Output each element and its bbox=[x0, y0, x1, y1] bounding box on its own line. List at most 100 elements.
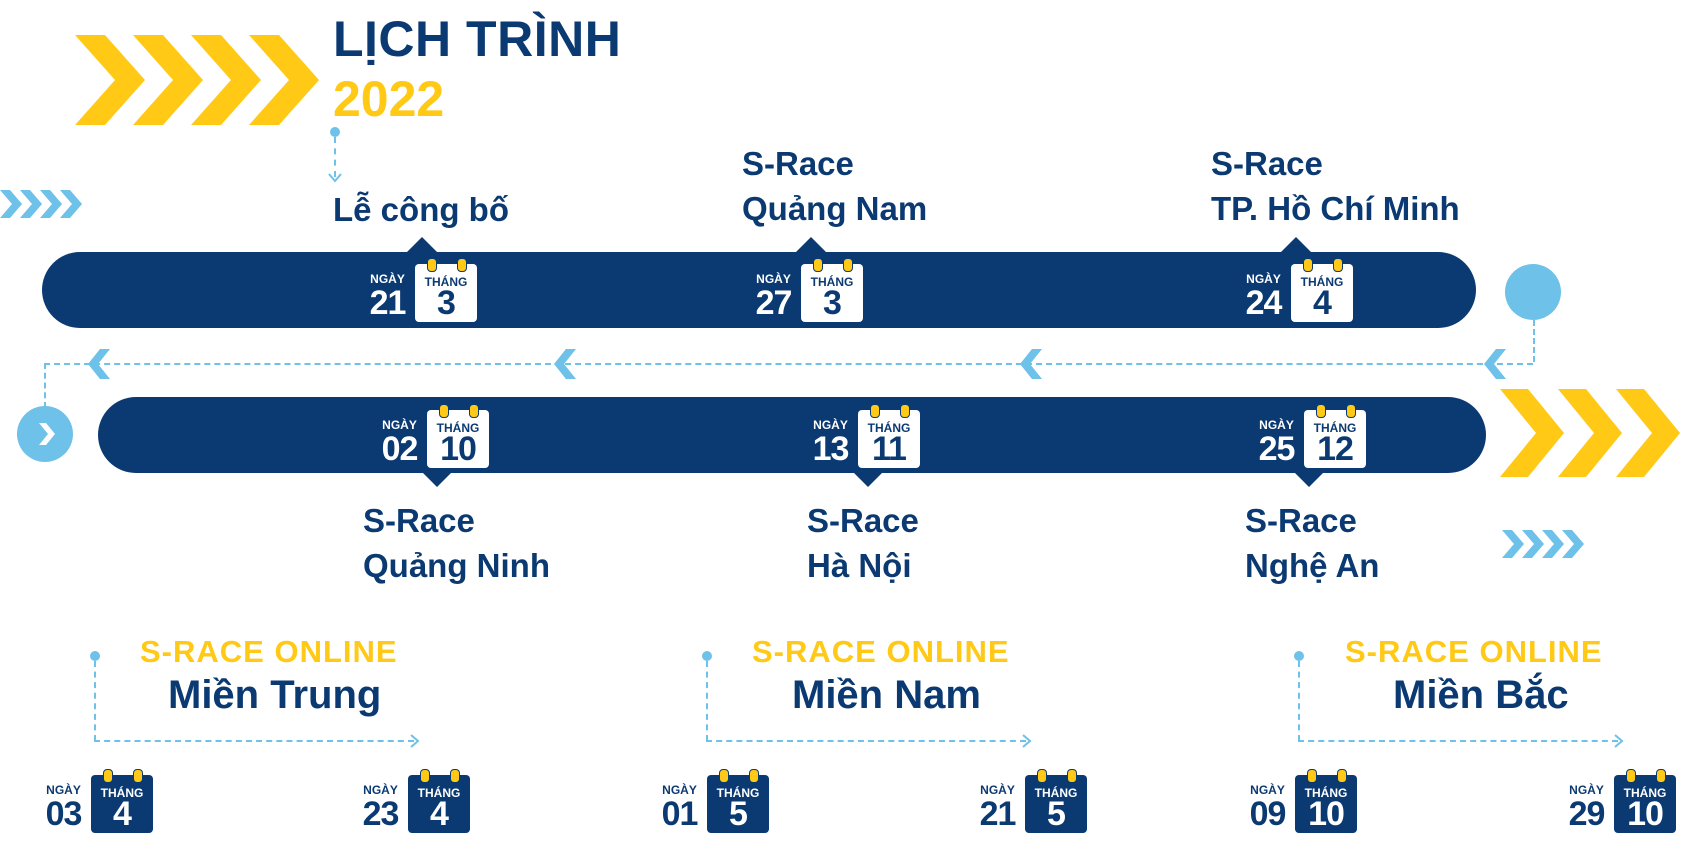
pointer bbox=[852, 471, 884, 487]
timeline-bar-top bbox=[42, 252, 1476, 328]
arrow-right-icon bbox=[1022, 734, 1032, 748]
ngay-label: NGÀY bbox=[1246, 272, 1281, 286]
connector-line bbox=[1298, 661, 1300, 741]
month-number: 3 bbox=[437, 284, 456, 322]
event-name: Lễ công bố bbox=[333, 191, 509, 228]
day-number: 13 bbox=[812, 430, 850, 468]
calendar-icon: THÁNG 4 bbox=[91, 769, 153, 833]
yellow-chevrons-left-icon bbox=[75, 35, 319, 125]
month-number: 4 bbox=[430, 795, 449, 833]
connector-line bbox=[706, 740, 1026, 742]
thang-label: THÁNG bbox=[1623, 786, 1667, 800]
event-series: S-Race bbox=[742, 145, 854, 182]
event-name: Hà Nội bbox=[807, 547, 912, 584]
chevron-left-icon bbox=[1484, 349, 1506, 379]
ngay-label: NGÀY bbox=[1259, 418, 1294, 432]
connector-line bbox=[1533, 320, 1535, 362]
event-series: S-Race bbox=[1245, 502, 1357, 539]
yellow-chevrons-right-icon bbox=[1500, 389, 1680, 477]
event-title-1: Lễ công bố bbox=[333, 187, 509, 232]
connector-dot bbox=[1294, 651, 1304, 661]
thang-label: THÁNG bbox=[810, 275, 854, 289]
pointer bbox=[795, 237, 827, 253]
chevron-left-icon bbox=[88, 349, 110, 379]
connector-line bbox=[334, 137, 336, 177]
connector-line bbox=[94, 661, 96, 741]
pointer bbox=[406, 237, 438, 253]
event-title-6: S-Race Nghệ An bbox=[1245, 498, 1379, 588]
date-badge: NGÀY 25 THÁNG 12 bbox=[1254, 404, 1394, 480]
date-badge: NGÀY 29 THÁNG 10 bbox=[1564, 769, 1685, 845]
month-number: 10 bbox=[1627, 795, 1664, 833]
month-number: 4 bbox=[1313, 284, 1332, 322]
thang-label: THÁNG bbox=[1034, 786, 1078, 800]
month-number: 3 bbox=[823, 284, 842, 322]
connector-dot bbox=[90, 651, 100, 661]
event-name: Nghệ An bbox=[1245, 547, 1380, 584]
timeline-bar-bottom bbox=[98, 397, 1486, 473]
thang-label: THÁNG bbox=[1313, 421, 1357, 435]
event-name: Quảng Ninh bbox=[363, 547, 550, 584]
event-title-4: S-Race Quảng Ninh bbox=[363, 498, 550, 588]
ngay-label: NGÀY bbox=[756, 272, 791, 286]
month-number: 12 bbox=[1317, 430, 1354, 468]
timeline-end-circle bbox=[1505, 264, 1561, 320]
month-number: 4 bbox=[113, 795, 132, 833]
online-region: Miền Nam bbox=[792, 673, 981, 717]
connector-line bbox=[44, 363, 46, 408]
date-badge: NGÀY 02 THÁNG 10 bbox=[377, 404, 517, 480]
event-title-5: S-Race Hà Nội bbox=[807, 498, 919, 588]
online-title: S-RACE ONLINE bbox=[140, 634, 398, 669]
small-blue-chevrons-icon bbox=[0, 190, 82, 218]
event-name: TP. Hồ Chí Minh bbox=[1211, 190, 1460, 227]
arrow-down-icon bbox=[328, 173, 342, 183]
date-badge: NGÀY 13 THÁNG 11 bbox=[808, 404, 948, 480]
ngay-label: NGÀY bbox=[813, 418, 848, 432]
thang-label: THÁNG bbox=[417, 786, 461, 800]
arrow-right-icon bbox=[410, 734, 420, 748]
date-badge: NGÀY 21 THÁNG 5 bbox=[975, 769, 1115, 845]
date-badge: NGÀY 01 THÁNG 5 bbox=[657, 769, 797, 845]
event-series: S-Race bbox=[807, 502, 919, 539]
date-badge: NGÀY 09 THÁNG 10 bbox=[1245, 769, 1385, 845]
ngay-label: NGÀY bbox=[382, 418, 417, 432]
ngay-label: NGÀY bbox=[370, 272, 405, 286]
calendar-icon: THÁNG 11 bbox=[858, 404, 920, 468]
online-title: S-RACE ONLINE bbox=[1345, 634, 1603, 669]
connector-dot bbox=[330, 127, 340, 137]
day-number: 25 bbox=[1258, 430, 1296, 468]
connector-line bbox=[1298, 740, 1618, 742]
calendar-icon: THÁNG 12 bbox=[1304, 404, 1366, 468]
thang-label: THÁNG bbox=[716, 786, 760, 800]
day-number: 27 bbox=[755, 284, 793, 322]
day-number: 03 bbox=[45, 795, 83, 833]
event-title-2: S-Race Quảng Nam bbox=[742, 141, 927, 231]
timeline-start-circle bbox=[17, 406, 73, 462]
thang-label: THÁNG bbox=[1304, 786, 1348, 800]
pointer bbox=[1293, 471, 1325, 487]
page-title: LỊCH TRÌNH bbox=[333, 11, 622, 67]
day-number: 24 bbox=[1245, 284, 1283, 322]
pointer bbox=[421, 471, 453, 487]
calendar-icon: THÁNG 4 bbox=[1291, 258, 1353, 322]
date-badge: NGÀY 21 THÁNG 3 bbox=[365, 258, 505, 334]
date-badge: NGÀY 23 THÁNG 4 bbox=[358, 769, 498, 845]
event-name: Quảng Nam bbox=[742, 190, 928, 227]
calendar-icon: THÁNG 5 bbox=[707, 769, 769, 833]
date-badge: NGÀY 03 THÁNG 4 bbox=[41, 769, 181, 845]
thang-label: THÁNG bbox=[1300, 275, 1344, 289]
online-title: S-RACE ONLINE bbox=[752, 634, 1010, 669]
event-series: S-Race bbox=[363, 502, 475, 539]
event-title-3: S-Race TP. Hồ Chí Minh bbox=[1211, 141, 1460, 231]
thang-label: THÁNG bbox=[424, 275, 468, 289]
ngay-label: NGÀY bbox=[46, 783, 81, 797]
day-number: 21 bbox=[369, 284, 407, 322]
date-badge: NGÀY 27 THÁNG 3 bbox=[751, 258, 891, 334]
calendar-icon: THÁNG 3 bbox=[801, 258, 863, 322]
ngay-label: NGÀY bbox=[1250, 783, 1285, 797]
month-number: 11 bbox=[872, 430, 907, 468]
ngay-label: NGÀY bbox=[1569, 783, 1604, 797]
month-number: 10 bbox=[440, 430, 477, 468]
online-region: Miền Trung bbox=[168, 673, 382, 717]
event-series: S-Race bbox=[1211, 145, 1323, 182]
